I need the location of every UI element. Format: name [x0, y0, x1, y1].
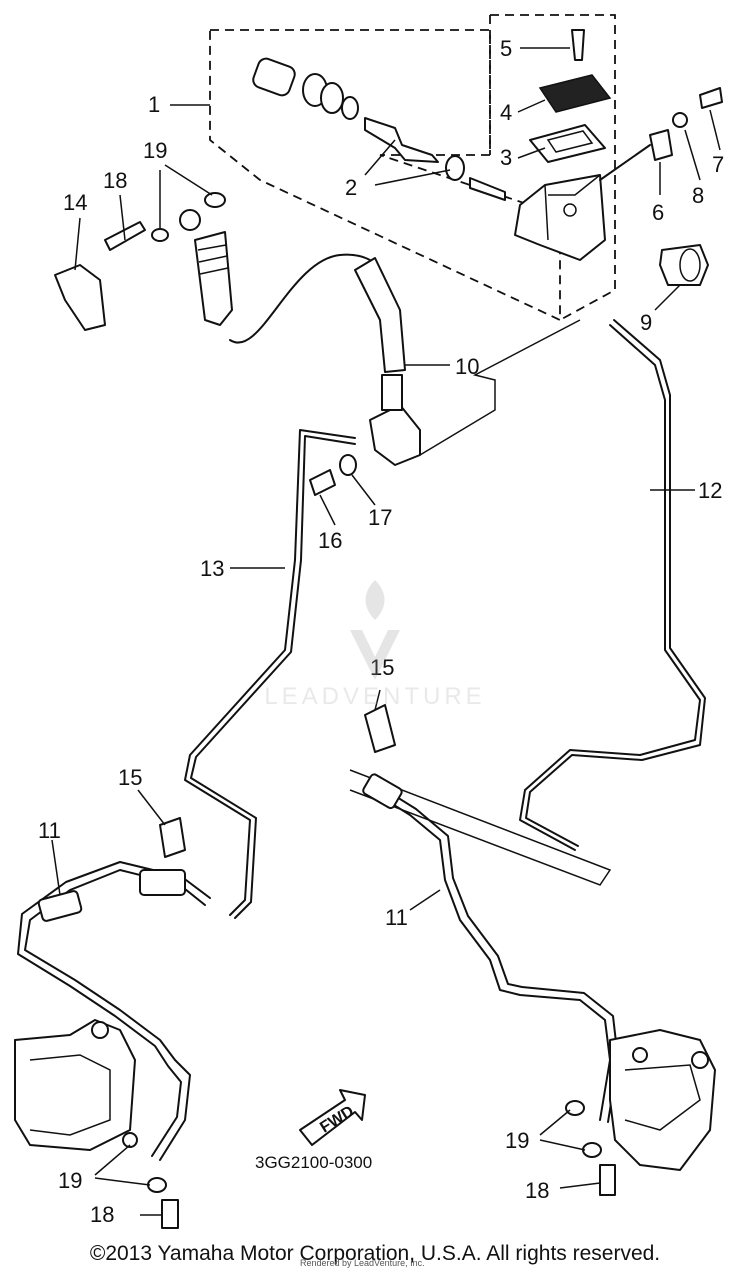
watermark-text: LEADVENTURE: [264, 683, 486, 710]
right-hose-fitting: [362, 773, 403, 810]
callout-18-right: 18: [525, 1178, 549, 1203]
fwd-arrow: FWD: [299, 1089, 366, 1146]
callout-15-left: 15: [118, 765, 142, 790]
clip-15-left: [159, 817, 186, 858]
callout-13: 13: [200, 556, 224, 581]
callout-18-top: 18: [103, 168, 127, 193]
reservoir-cap-parts: [529, 29, 612, 163]
callout-2: 2: [345, 175, 357, 200]
brake-pipe-12: [519, 324, 701, 851]
brake-pipe-13-edge: [190, 435, 356, 919]
brake-pipe-13: [184, 429, 356, 916]
left-lower-hose-edge: [17, 861, 211, 1157]
watermark-logo-icon: [350, 580, 400, 680]
callout-18-left: 18: [90, 1202, 114, 1227]
callout-16: 16: [318, 528, 342, 553]
callout-8: 8: [692, 183, 704, 208]
master-cylinder-kit-outline: [209, 14, 616, 322]
hose-10: [354, 257, 406, 373]
right-lower-hose: [369, 789, 611, 1121]
clip-15-right: [364, 704, 396, 753]
callout-19-top: 19: [143, 138, 167, 163]
left-washer-19: [147, 1177, 167, 1193]
right-bolt-18: [599, 1164, 616, 1196]
master-cylinder-body: [514, 174, 606, 261]
callout-11-right: 11: [385, 905, 408, 930]
copyright-notice: ©2013 Yamaha Motor Corporation, U.S.A. A…: [89, 1242, 661, 1265]
callout-7: 7: [712, 152, 724, 177]
left-hose-fitting-2: [37, 890, 83, 922]
left-lower-hose: [24, 869, 206, 1161]
callout-5: 5: [500, 36, 512, 61]
leader-10: [419, 319, 581, 456]
junction-block: [369, 404, 421, 466]
callout-17: 17: [368, 505, 392, 530]
left-hose-fitting: [139, 869, 186, 896]
left-bolt-18: [161, 1199, 179, 1229]
junction-bolt-parts: [309, 454, 357, 496]
right-washer-19b: [582, 1142, 602, 1158]
leader-15-right: [349, 769, 612, 886]
diagram-code: 3GG2100-0300: [255, 1153, 372, 1172]
callout-leaders: [51, 47, 721, 1216]
brake-pipe-12-edge: [525, 319, 706, 847]
callout-4: 4: [500, 100, 512, 125]
right-lower-hose-edge: [375, 783, 619, 1123]
callout-3: 3: [500, 145, 512, 170]
callout-14: 14: [63, 190, 87, 215]
fine-print: Rendered by LeadVenture, Inc.: [300, 1258, 425, 1268]
holder-bolt-parts: [599, 87, 723, 181]
callout-1: 1: [148, 92, 160, 117]
callout-19-left: 19: [58, 1168, 82, 1193]
hose-fitting-10: [381, 374, 403, 411]
upper-brake-hose: [229, 253, 381, 344]
callout-19-right: 19: [505, 1128, 529, 1153]
piston-kit: [252, 57, 506, 201]
callout-12: 12: [698, 478, 722, 503]
callout-11-left: 11: [38, 818, 61, 843]
callout-10: 10: [455, 354, 479, 379]
callout-6: 6: [652, 200, 664, 225]
right-caliper: [609, 1029, 716, 1171]
watermark: LEADVENTURE: [240, 575, 510, 715]
left-caliper: [14, 1019, 138, 1151]
right-washer-19a: [565, 1100, 585, 1116]
boot-part: [659, 244, 709, 286]
callout-15-right: 15: [370, 655, 394, 680]
callout-9: 9: [640, 310, 652, 335]
